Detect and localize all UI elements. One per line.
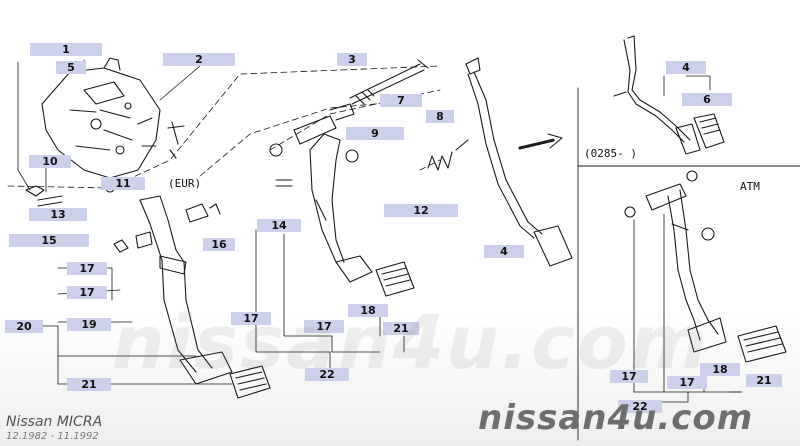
- callout-12[interactable]: 12: [384, 204, 458, 217]
- direction-arrow: [518, 133, 563, 150]
- production-dates: 12.1982 - 11.1992: [6, 431, 99, 442]
- callout-4-top-right[interactable]: 4: [666, 61, 706, 74]
- callout-9[interactable]: 9: [346, 127, 404, 140]
- eur-label: (EUR): [168, 177, 202, 190]
- pedal-pad-center-drawing: [375, 261, 415, 297]
- callout-18-center[interactable]: 18: [348, 304, 388, 317]
- callout-21-left[interactable]: 21: [67, 378, 111, 391]
- long-pedal-drawing: [465, 57, 573, 267]
- model-name: Nissan MICRA: [6, 414, 103, 430]
- callout-3[interactable]: 3: [337, 53, 367, 66]
- callout-21-right[interactable]: 21: [746, 374, 782, 387]
- callout-15[interactable]: 15: [9, 234, 89, 247]
- callout-17-right-b[interactable]: 17: [667, 376, 707, 389]
- callout-17-right-a[interactable]: 17: [610, 370, 648, 383]
- callout-17-left-a[interactable]: 17: [67, 262, 107, 275]
- atm-pedal-bottom-drawing: [624, 170, 787, 363]
- callout-17-center-a[interactable]: 17: [231, 312, 271, 325]
- atm-pedal-top-drawing: [613, 35, 725, 155]
- callout-22-right[interactable]: 22: [618, 400, 662, 413]
- brake-pedal-drawing: [269, 103, 373, 283]
- callout-10[interactable]: 10: [29, 155, 71, 168]
- callout-6[interactable]: 6: [682, 93, 732, 106]
- callout-19[interactable]: 19: [67, 318, 111, 331]
- watermark-large: nissan4u.com: [112, 300, 709, 386]
- callout-17-left-b[interactable]: 17: [67, 286, 107, 299]
- callout-2[interactable]: 2: [163, 53, 235, 66]
- callout-14[interactable]: 14: [257, 219, 301, 232]
- callout-8[interactable]: 8: [426, 110, 454, 123]
- callout-11[interactable]: 11: [101, 177, 145, 190]
- callout-22-center[interactable]: 22: [305, 368, 349, 381]
- callout-16[interactable]: 16: [203, 238, 235, 251]
- clutch-pedal-drawing: [113, 195, 233, 385]
- callout-13[interactable]: 13: [29, 208, 87, 221]
- serial-range-label: (0285- ): [584, 147, 637, 160]
- spring-drawing: [427, 139, 469, 171]
- callout-17-center-b[interactable]: 17: [304, 320, 344, 333]
- callout-1[interactable]: 1: [30, 43, 102, 56]
- watermark-small: nissan4u.com: [478, 398, 754, 438]
- pedal-bracket-drawing: [41, 57, 161, 179]
- callout-7[interactable]: 7: [380, 94, 422, 107]
- callout-18-right[interactable]: 18: [700, 363, 740, 376]
- callout-4-middle[interactable]: 4: [484, 245, 524, 258]
- pushrod-drawing: [349, 59, 429, 105]
- callout-5[interactable]: 5: [56, 61, 86, 74]
- callout-21-center[interactable]: 21: [383, 322, 419, 335]
- callout-20[interactable]: 20: [5, 320, 43, 333]
- atm-label: ATM: [740, 180, 760, 193]
- pedal-pad-left-drawing: [229, 365, 271, 399]
